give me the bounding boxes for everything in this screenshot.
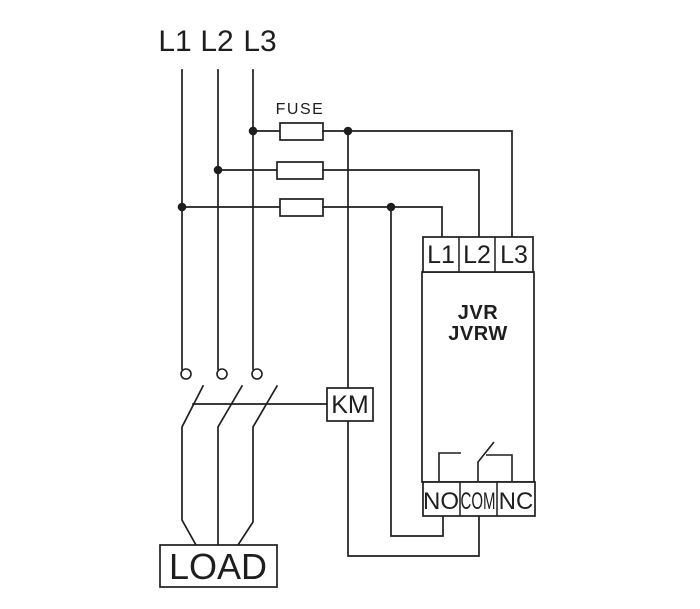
relay-model-line2: JVRW [448, 323, 507, 345]
contactor-pole1-blade-and-wire [181, 384, 205, 547]
junction-dot-l1-fuse3 [177, 202, 187, 212]
relay-output-terminal-com: COM [461, 488, 496, 515]
km-coil-label: KM [331, 391, 369, 419]
junction-dot-l3-fuse1 [248, 126, 258, 136]
relay-input-terminal-l2: L2 [463, 241, 491, 269]
km-coil-to-com-wire [347, 420, 480, 557]
junction-dot-no-branch [386, 202, 396, 212]
relay-model-line1: JVR [458, 302, 498, 324]
relay-input-terminal-strip [422, 236, 534, 273]
fuse1-wire-to-relay-l3 [322, 130, 513, 238]
fuse-label: FUSE [276, 101, 325, 118]
junction-dot-km-supply [343, 126, 353, 136]
relay-input-terminal-l3: L3 [500, 241, 528, 269]
relay-output-terminal-strip [422, 481, 536, 517]
phase-label-l1: L1 [158, 25, 191, 58]
relay-no-fixed-contact [438, 452, 461, 481]
junction-dot-l2-fuse2 [213, 165, 223, 175]
contactor-fixed-contact-1 [180, 368, 192, 380]
fuse2-wire-to-relay-l2 [322, 169, 480, 238]
contactor-fixed-contact-3 [251, 368, 263, 380]
contactor-main-contacts [180, 368, 328, 547]
relay-body [421, 271, 535, 483]
load-label: LOAD [169, 546, 267, 587]
contactor-pole3-blade-and-wire [236, 384, 279, 547]
relay-nc-fixed-contact [486, 454, 513, 481]
contactor-pole2-blade-and-wire [217, 384, 244, 546]
phase-label-l3: L3 [243, 25, 276, 58]
fuse2-body [276, 161, 324, 180]
fuse1-body [279, 122, 324, 141]
relay-output-terminal-no: NO [423, 488, 459, 515]
load-box [159, 544, 278, 588]
contactor-fixed-contact-2 [216, 368, 228, 380]
relay-com-moving-arm [477, 441, 495, 481]
relay-output-terminal-nc: NC [499, 488, 534, 515]
phase-label-l2: L2 [200, 25, 233, 58]
fuse3-wire-to-relay-l1 [322, 206, 443, 238]
protection-relay: L1 L2 L3 JVR JVRW NO COM NC [421, 236, 536, 517]
no-terminal-to-l1-wire [390, 206, 444, 537]
relay-input-terminal-l1: L1 [427, 241, 455, 269]
fuse3-body [279, 198, 324, 217]
km-coil-box [326, 387, 374, 422]
